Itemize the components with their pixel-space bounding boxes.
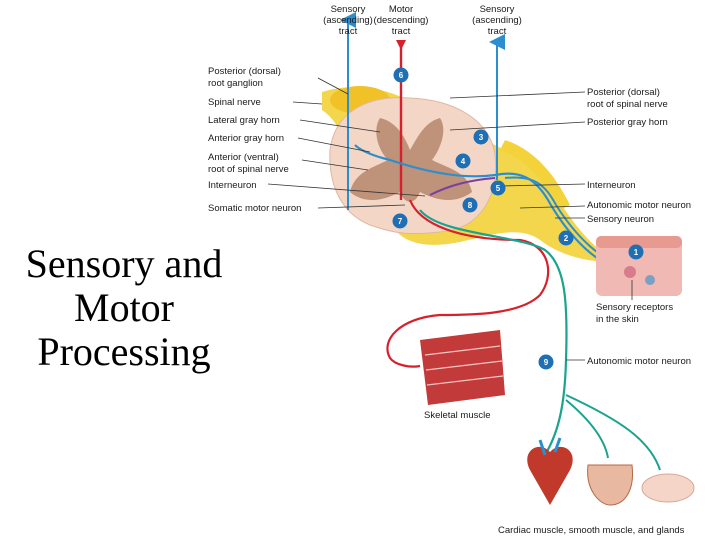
svg-text:tract: tract [392, 26, 411, 37]
svg-text:Posterior gray horn: Posterior gray horn [587, 117, 668, 128]
step-badge-8: 8 [462, 197, 478, 213]
header-sensory-right-line-1: Sensory [480, 4, 515, 15]
svg-text:tract: tract [339, 26, 358, 37]
label-autonomic-motor-neuron-2: Autonomic motor neuron [587, 356, 691, 367]
slide-title-line-1: Sensory and [25, 241, 223, 286]
label-somatic-motor-neuron: Somatic motor neuron [208, 203, 301, 214]
step-badge-9: 9 [538, 354, 554, 370]
svg-text:(ascending): (ascending) [472, 15, 522, 26]
svg-text:(descending): (descending) [374, 15, 429, 26]
header-motor-line-3: tract [392, 26, 411, 37]
autonomic-branch-gland [565, 394, 661, 471]
svg-text:Skeletal muscle: Skeletal muscle [424, 410, 491, 421]
svg-text:9: 9 [544, 358, 549, 367]
svg-text:tract: tract [488, 26, 507, 37]
svg-text:Interneuron: Interneuron [587, 180, 636, 191]
svg-text:7: 7 [398, 217, 403, 226]
bladder-illustration [587, 464, 634, 506]
header-sensory-right-line-3: tract [488, 26, 507, 37]
gland-illustration [641, 473, 695, 503]
svg-text:Anterior gray horn: Anterior gray horn [208, 133, 284, 144]
svg-text:Posterior (dorsal): Posterior (dorsal) [208, 66, 281, 77]
label-anterior-root-line-2: root of spinal nerve [208, 164, 289, 175]
label-anterior-root-line-1: Anterior (ventral) [208, 152, 279, 163]
svg-text:Sensory: Sensory [331, 4, 366, 15]
label-interneuron-right: Interneuron [587, 180, 636, 191]
svg-text:8: 8 [468, 201, 473, 210]
step-badge-1: 1 [628, 244, 644, 260]
header-motor-line-1: Motor [389, 4, 413, 15]
slide-title-line-2: Motor [74, 285, 174, 330]
svg-text:3: 3 [479, 133, 484, 142]
slide-title-line-3: Processing [37, 329, 211, 374]
header-sensory-left-line-3: tract [339, 26, 358, 37]
left-leader-lines [267, 77, 426, 209]
svg-text:root ganglion: root ganglion [208, 78, 263, 89]
header-motor-line-2: (descending) [374, 15, 429, 26]
autonomic-branch-bladder [565, 399, 609, 459]
svg-text:Autonomic motor neuron: Autonomic motor neuron [587, 200, 691, 211]
svg-text:2: 2 [564, 234, 569, 243]
svg-text:Posterior (dorsal): Posterior (dorsal) [587, 87, 660, 98]
label-sensory-neuron: Sensory neuron [587, 214, 654, 225]
svg-text:5: 5 [496, 184, 501, 193]
label-posterior-root-ganglion-line-2: root ganglion [208, 78, 263, 89]
svg-text:Motor: Motor [389, 4, 413, 15]
label-posterior-gray-horn: Posterior gray horn [587, 117, 668, 128]
step-badge-7: 7 [392, 213, 408, 229]
skeletal-muscle-illustration [420, 330, 505, 405]
dorsal-root-right [500, 140, 570, 210]
step-badge-2: 2 [558, 230, 574, 246]
label-effectors: Cardiac muscle, smooth muscle, and gland… [498, 525, 685, 536]
label-anterior-gray-horn: Anterior gray horn [208, 133, 284, 144]
label-posterior-root-ganglion-line-1: Posterior (dorsal) [208, 66, 281, 77]
label-spinal-nerve: Spinal nerve [208, 97, 261, 108]
motor-tract-arrowhead [396, 40, 406, 50]
svg-text:1: 1 [634, 248, 639, 257]
label-sensory-receptors-line-2: in the skin [596, 314, 639, 325]
label-autonomic-motor-neuron-1: Autonomic motor neuron [587, 200, 691, 211]
svg-text:Interneuron: Interneuron [208, 180, 257, 191]
header-sensory-left-line-2: (ascending) [323, 15, 373, 26]
svg-text:Lateral gray horn: Lateral gray horn [208, 115, 280, 126]
svg-text:Spinal nerve: Spinal nerve [208, 97, 261, 108]
header-sensory-right-line-2: (ascending) [472, 15, 522, 26]
label-posterior-root-line-1: Posterior (dorsal) [587, 87, 660, 98]
label-posterior-root-line-2: root of spinal nerve [587, 99, 668, 110]
spinal-cord-gray-matter [350, 118, 472, 202]
label-interneuron-left: Interneuron [208, 180, 257, 191]
interneuron-path [429, 177, 496, 196]
heart-illustration [527, 437, 573, 505]
somatic-motor-neuron-path [386, 199, 550, 368]
label-lateral-gray-horn: Lateral gray horn [208, 115, 280, 126]
label-sensory-receptors-line-1: Sensory receptors [596, 302, 673, 313]
autonomic-motor-neuron-path [419, 209, 568, 456]
header-sensory-left-line-1: Sensory [331, 4, 366, 15]
svg-text:Sensory neuron: Sensory neuron [587, 214, 654, 225]
step-badge-4: 4 [455, 153, 471, 169]
svg-text:in the skin: in the skin [596, 314, 639, 325]
svg-text:Sensory: Sensory [480, 4, 515, 15]
svg-text:root of spinal nerve: root of spinal nerve [587, 99, 668, 110]
step-badge-6: 6 [393, 67, 409, 83]
svg-text:4: 4 [461, 157, 466, 166]
svg-text:Somatic motor neuron: Somatic motor neuron [208, 203, 301, 214]
svg-text:root of spinal nerve: root of spinal nerve [208, 164, 289, 175]
svg-text:Autonomic motor neuron: Autonomic motor neuron [587, 356, 691, 367]
skin-illustration [596, 236, 682, 296]
right-leader-lines [449, 91, 633, 361]
svg-text:Cardiac muscle, smooth muscle,: Cardiac muscle, smooth muscle, and gland… [498, 525, 685, 536]
label-skeletal-muscle: Skeletal muscle [424, 410, 491, 421]
slide-title: Sensory and Motor Processing [6, 242, 242, 374]
svg-text:(ascending): (ascending) [323, 15, 373, 26]
svg-text:Sensory receptors: Sensory receptors [596, 302, 673, 313]
step-badge-5: 5 [490, 180, 506, 196]
step-badge-3: 3 [473, 129, 489, 145]
svg-text:Anterior (ventral): Anterior (ventral) [208, 152, 279, 163]
svg-text:6: 6 [399, 71, 404, 80]
